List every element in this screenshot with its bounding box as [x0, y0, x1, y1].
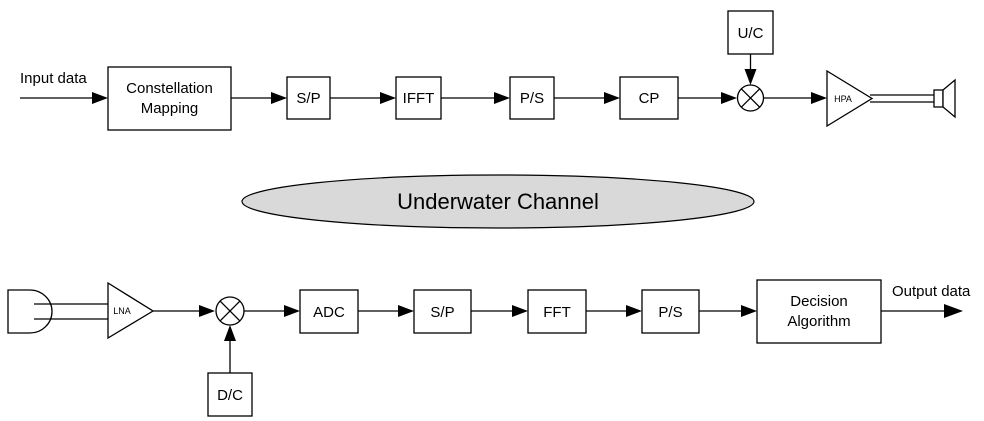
- decision-label-line2: Algorithm: [787, 313, 850, 330]
- cp-block: CP: [619, 76, 679, 120]
- ifft-label: IFFT: [403, 90, 435, 107]
- hpa-label: HPA: [834, 94, 852, 104]
- tx-ps-label: P/S: [520, 90, 544, 107]
- tx-transducer-icon: [870, 78, 956, 119]
- decision-algorithm-block: Decision Algorithm: [756, 279, 882, 344]
- input-data-label: Input data: [20, 70, 87, 87]
- channel-ellipse: [241, 174, 755, 229]
- receiver-chain: LNA D/C ADC S/P FF: [7, 279, 971, 417]
- lna-amplifier: LNA: [107, 281, 155, 340]
- tx-sp-block: S/P: [286, 76, 331, 120]
- tx-sp-label: S/P: [296, 90, 320, 107]
- rx-ps-label: P/S: [658, 304, 682, 321]
- lna-label: LNA: [113, 306, 131, 316]
- dc-label: D/C: [217, 387, 243, 404]
- output-data-label: Output data: [892, 283, 971, 300]
- underwater-channel: Underwater Channel: [241, 174, 755, 229]
- uc-block: U/C: [727, 10, 774, 55]
- rx-sp-label: S/P: [430, 304, 454, 321]
- tx-ps-block: P/S: [509, 76, 555, 120]
- hpa-amplifier: HPA: [826, 69, 874, 128]
- rx-sp-block: S/P: [413, 289, 472, 334]
- fft-label: FFT: [543, 304, 571, 321]
- constellation-mapping-block: Constellation Mapping: [107, 66, 232, 131]
- dc-block: D/C: [207, 372, 253, 417]
- rx-hydrophone-icon: [7, 289, 108, 334]
- uc-label: U/C: [738, 25, 764, 42]
- fft-block: FFT: [527, 289, 587, 334]
- rx-mixer-icon: [215, 296, 245, 326]
- transmitter-chain: Input data Constellation Mapping S/P IFF…: [20, 10, 956, 131]
- constellation-label-line1: Constellation: [126, 80, 213, 97]
- decision-label-line1: Decision: [790, 293, 848, 310]
- constellation-label-line2: Mapping: [141, 100, 199, 117]
- adc-block: ADC: [299, 289, 359, 334]
- tx-mixer-icon: [736, 84, 765, 112]
- cp-label: CP: [639, 90, 660, 107]
- adc-label: ADC: [313, 304, 345, 321]
- channel-label: Underwater Channel: [397, 189, 599, 214]
- ifft-block: IFFT: [395, 76, 442, 120]
- rx-ps-block: P/S: [641, 289, 700, 334]
